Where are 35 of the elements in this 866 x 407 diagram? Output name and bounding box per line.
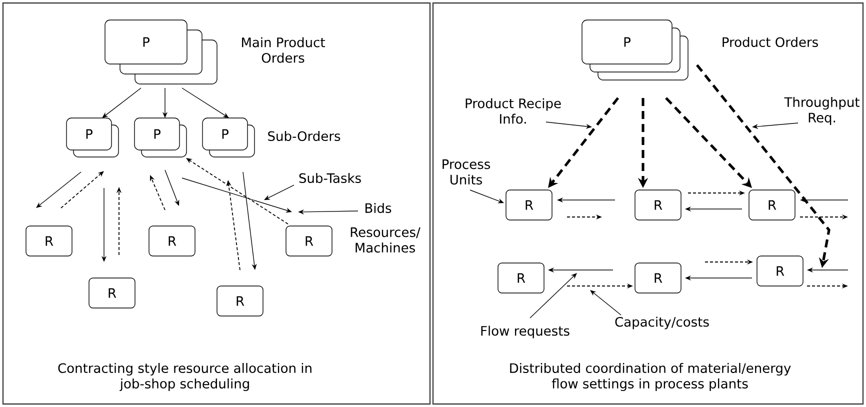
leader-line [530,273,577,318]
caption-text: Contracting style resource allocation in job-shop scheduling [58,362,312,392]
order-card-stack: P [66,118,119,158]
node-label: Product Orders [722,36,818,48]
resource-box: R [286,226,332,256]
resource-box: R [748,190,796,220]
callout-label: Bids [366,202,392,214]
node-label: Sub-Orders [268,130,340,142]
leader-line [470,190,504,204]
callout-label: Capacity/costs [615,316,709,330]
arrow [102,88,142,118]
arrow [36,172,82,208]
resource-box: R [634,190,682,220]
resource-box: R [498,262,544,294]
leader-line [590,290,622,316]
order-card-stack: P [134,118,187,158]
node-label: Main Product Orders [242,37,325,63]
callout-label: Process Units [442,159,490,185]
arrow [182,88,229,118]
resource-box: R [148,226,196,256]
callout-label: Product Recipe Info. [466,98,561,124]
order-card-stack: P [582,20,688,80]
callout-label: Throughput Req. [784,96,860,126]
resource-box: R [756,256,804,286]
leader-line [264,184,294,200]
callout-label: Sub-Tasks [299,172,361,184]
resource-box: R [26,226,72,256]
arrow [60,171,104,208]
node-label: Resources/ Machines [350,227,420,253]
resource-box: R [88,278,136,308]
resource-box: R [634,262,682,294]
callout-label: Flow requests [481,326,570,338]
resource-box: R [216,286,264,316]
resource-box: R [506,190,552,220]
caption-text: Distributed coordination of material/energy flow settings in process plants [510,362,791,392]
